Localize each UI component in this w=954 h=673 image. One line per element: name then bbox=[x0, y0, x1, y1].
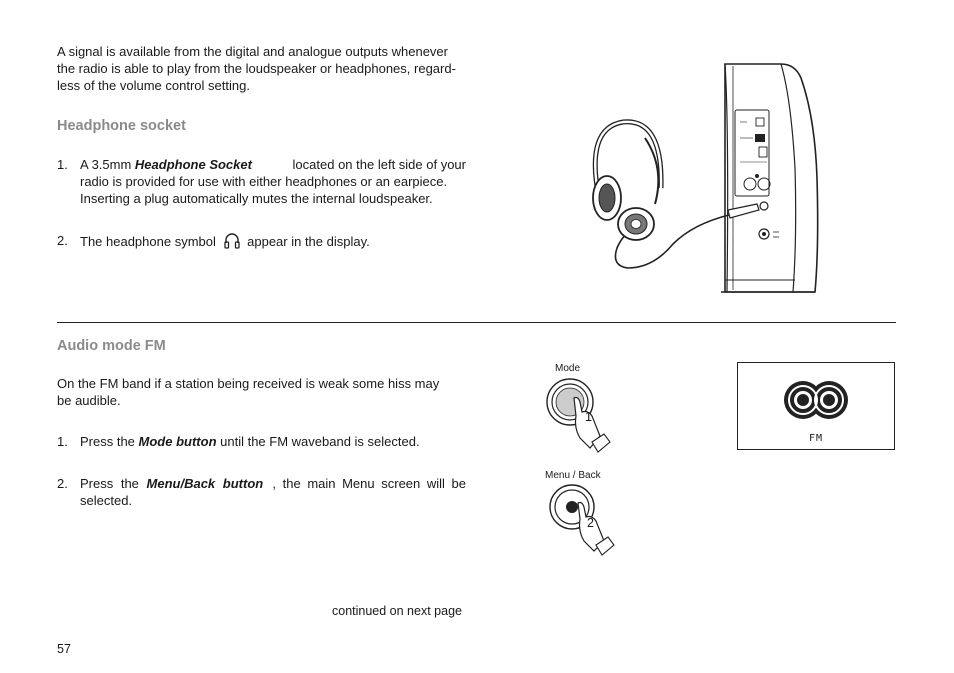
item-number: 2. bbox=[57, 476, 68, 491]
item-text: The headphone symbol bbox=[80, 234, 216, 249]
item-text: , the main Menu screen will be bbox=[272, 476, 466, 491]
stereo-rings-icon bbox=[784, 381, 848, 419]
display-band-text: FM bbox=[808, 433, 824, 444]
intro-paragraph: A signal is available from the digital a… bbox=[57, 43, 467, 94]
audio-intro-paragraph: On the FM band if a station being receiv… bbox=[57, 375, 467, 409]
menu-back-button-illustration bbox=[549, 484, 615, 556]
intro-line: A signal is available from the digital a… bbox=[57, 44, 448, 59]
headphone-socket-heading: Headphone socket bbox=[57, 118, 186, 134]
headphone-radio-illustration bbox=[592, 63, 819, 293]
item-text: A 3.5mm bbox=[80, 157, 135, 172]
item-text: selected. bbox=[80, 493, 133, 508]
mode-button-label: Mode bbox=[555, 363, 581, 374]
intro-line: less of the volume control setting. bbox=[57, 78, 250, 93]
item-number: 1. bbox=[57, 157, 68, 172]
menu-back-button-term: Menu/Back button bbox=[146, 476, 264, 491]
menu-back-button-label: Menu / Back bbox=[545, 470, 601, 481]
mode-button-illustration bbox=[546, 378, 611, 453]
intro-line: the radio is able to play from the louds… bbox=[57, 61, 456, 76]
item-text: Press the bbox=[80, 476, 147, 491]
audio-mode-fm-heading: Audio mode FM bbox=[57, 338, 166, 354]
item-text: appear in the display. bbox=[247, 234, 370, 249]
item-text: Inserting a plug automatically mutes the… bbox=[80, 191, 433, 206]
headphone-socket-term: Headphone Socket bbox=[134, 157, 252, 172]
item-number: 1. bbox=[57, 434, 68, 449]
mode-step-number: 1 bbox=[585, 410, 592, 424]
headphones-icon bbox=[223, 232, 240, 254]
item-number: 2. bbox=[57, 233, 68, 248]
audio-intro-line: On the FM band if a station being receiv… bbox=[57, 376, 440, 391]
mode-button-term: Mode button bbox=[138, 434, 217, 449]
item-text: radio is provided for use with either he… bbox=[80, 174, 448, 189]
audio-intro-line: be audible. bbox=[57, 393, 121, 408]
section-divider bbox=[57, 322, 896, 323]
menu-back-step-number: 2 bbox=[587, 516, 594, 530]
item-text: Press the bbox=[80, 434, 139, 449]
fm-display-screen: FM bbox=[737, 362, 895, 450]
continued-note: continued on next page bbox=[332, 604, 462, 618]
item-text: until the FM waveband is selected. bbox=[216, 434, 420, 449]
item-text: located on the left side of your bbox=[292, 157, 466, 172]
page-number: 57 bbox=[57, 642, 71, 656]
